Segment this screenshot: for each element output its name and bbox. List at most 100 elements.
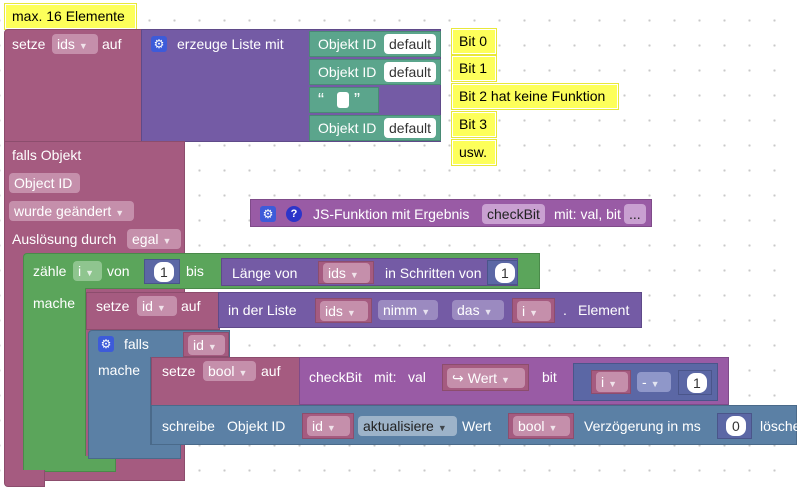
count-loop-block[interactable]: zähle i▼ von 1 bis Länge von ids▼ in Sch… [23,253,540,289]
function-more-button[interactable]: ... [624,204,646,224]
set-bool-block[interactable]: setze bool▼ auf [151,357,301,407]
list-item-4[interactable]: Objekt ID default [309,115,441,141]
open-quote: “ [318,90,324,110]
to-keyword: auf [181,298,201,314]
write-block[interactable]: schreibe Objekt ID id▼ aktualisiere▼ Wer… [151,405,797,445]
bool-variable-label: bool [208,363,235,379]
id-variable-label: id [142,298,153,314]
list-item-3-text[interactable]: “ ” [309,87,379,113]
chevron-down-icon: ▼ [529,308,539,318]
do-label: mache [33,295,76,311]
loop-var-dropdown[interactable]: i▼ [73,261,102,281]
write-id-block[interactable]: id▼ [302,413,354,439]
object-id-label: Objekt ID [318,120,377,136]
delay-label: Verzögerung in ms [584,418,701,434]
call-with-label: mit: [374,369,397,385]
object-id-value-1[interactable]: default [384,34,437,54]
minus-left-block[interactable]: i▼ [591,370,631,394]
minus-left-dropdown[interactable]: i▼ [596,372,628,392]
trigger-value-field[interactable]: ↪Wert▼ [447,368,525,388]
check-bit-call-block[interactable]: checkBit mit: val ↪Wert▼ bit i▼ -▼ 1 [299,357,729,405]
note-bit1[interactable]: Bit 1 [451,55,497,82]
minus-right-field[interactable]: 1 [687,373,707,393]
in-list-var-block[interactable]: ids▼ [315,298,372,323]
write-value-block[interactable]: bool▼ [508,413,574,439]
set-id-block[interactable]: setze id▼ auf [86,292,220,330]
operator-dropdown[interactable]: -▼ [637,372,671,392]
note-etc[interactable]: usw. [451,139,497,166]
length-of-block[interactable]: Länge von ids▼ in Schritten von 1 [221,258,518,286]
object-id-value-2[interactable]: default [384,62,437,82]
condition-var-dropdown[interactable]: id▼ [188,335,225,355]
note-bit0[interactable]: Bit 0 [451,28,497,55]
id-variable-dropdown[interactable]: id▼ [137,296,177,316]
if-condition-block[interactable]: id▼ [183,332,229,357]
function-params: mit: val, bit [554,206,621,222]
set-ids-block[interactable]: setze ids▼ auf [4,29,142,142]
write-value-dropdown[interactable]: bool▼ [513,416,570,436]
index-var-block[interactable]: i▼ [512,298,555,323]
in-list-var-dropdown[interactable]: ids▼ [320,301,368,321]
call-bit-label: bit [542,369,557,385]
ids-variable-dropdown[interactable]: ids▼ [52,34,98,54]
list-var-text: ids [328,265,346,281]
chevron-down-icon: ▼ [238,368,248,378]
if-block[interactable]: ⚙ falls id▼ [88,330,230,358]
list-item-1[interactable]: Objekt ID default [309,31,441,57]
object-id-input[interactable]: Object ID [9,173,80,193]
write-id-dropdown[interactable]: id▼ [307,416,350,436]
the-dropdown[interactable]: das▼ [452,300,504,320]
help-icon[interactable]: ? [286,206,302,222]
trigger-value-text: egal [132,231,159,247]
if-block-body: mache [88,357,151,447]
chevron-down-icon: ▼ [156,303,166,313]
take-dropdown[interactable]: nimm▼ [378,300,438,320]
changed-text: wurde geändert [14,203,112,219]
bool-variable-dropdown[interactable]: bool▼ [203,361,256,381]
from-number-block[interactable]: 1 [144,259,180,284]
length-list-var-block[interactable]: ids▼ [318,261,374,284]
gear-icon[interactable]: ⚙ [260,206,276,222]
set-keyword: setze [162,363,196,379]
return-arrow-icon: ↪ [452,370,464,386]
function-name-field[interactable]: checkBit [482,204,545,224]
in-list-block[interactable]: in der Liste ids▼ nimm▼ das▼ i▼ . Elemen… [218,292,642,328]
gear-icon[interactable]: ⚙ [98,336,114,352]
chevron-down-icon: ▼ [608,379,618,389]
list-var-dropdown[interactable]: ids▼ [323,263,370,283]
note-bit3[interactable]: Bit 3 [451,111,497,138]
take-text: nimm [383,302,418,318]
js-function-block[interactable]: ⚙ ? JS-Funktion mit Ergebnis checkBit mi… [250,199,652,227]
note-bit2[interactable]: Bit 2 hat keine Funktion [451,83,619,110]
operator-text: - [642,374,647,390]
index-var-dropdown[interactable]: i▼ [517,301,551,321]
chevron-down-icon: ▼ [346,308,356,318]
list-item-2[interactable]: Objekt ID default [309,59,441,85]
trigger-value-dropdown[interactable]: egal▼ [127,229,181,249]
subtract-block[interactable]: i▼ -▼ 1 [573,363,718,401]
call-func-name: checkBit [309,369,362,385]
trigger-value-block[interactable]: ↪Wert▼ [442,364,529,391]
note-max-elements[interactable]: max. 16 Elemente [4,3,137,30]
ids-variable-label: ids [57,36,75,52]
chevron-down-icon: ▼ [349,270,359,280]
the-text: das [457,302,480,318]
object-id-value-4[interactable]: default [384,118,437,138]
minus-right-block[interactable]: 1 [678,370,712,395]
changed-dropdown[interactable]: wurde geändert▼ [9,201,134,221]
from-number-field[interactable]: 1 [154,262,174,282]
step-number-field[interactable]: 1 [495,263,515,283]
chevron-down-icon: ▼ [326,423,336,433]
create-list-block[interactable]: ⚙ erzeuge Liste mit Objekt ID default Ob… [141,29,441,142]
condition-var-text: id [193,337,204,353]
js-function-label: JS-Funktion mit Ergebnis [313,206,470,222]
text-value[interactable] [337,92,349,108]
to-keyword: auf [261,363,281,379]
update-dropdown[interactable]: aktualisiere▼ [358,416,457,436]
chevron-down-icon: ▼ [437,423,447,433]
step-number-block[interactable]: 1 [487,260,518,285]
delay-number-field[interactable]: 0 [726,416,746,436]
delay-number-block[interactable]: 0 [717,413,752,439]
gear-icon[interactable]: ⚙ [151,36,167,52]
trigger-value-label: Wert [467,370,498,386]
